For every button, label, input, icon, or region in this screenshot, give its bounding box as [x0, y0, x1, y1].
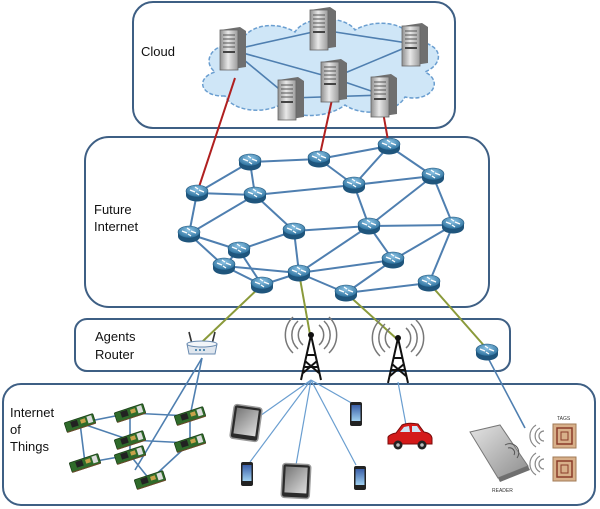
wifi-access-point-icon — [186, 331, 218, 355]
rfid-reader-icon — [469, 424, 530, 482]
router-icon — [342, 176, 366, 194]
sensor-node-icon — [114, 430, 146, 450]
router-icon — [357, 217, 381, 235]
router-icon — [227, 241, 251, 259]
server-icon — [370, 74, 397, 118]
rfid-signal-waves — [529, 424, 545, 476]
iot-label-line1: Internet — [10, 405, 54, 420]
sensor-node-icon — [69, 453, 101, 473]
future-internet-routers — [177, 137, 499, 361]
sensor-node-icon — [114, 403, 146, 423]
future-internet-label-line2: Internet — [94, 219, 138, 234]
sensor-node-icon — [64, 413, 96, 433]
server-icon — [277, 77, 304, 121]
router-icon — [334, 284, 358, 302]
sensor-nodes — [64, 403, 206, 490]
router-icon — [287, 264, 311, 282]
tablet-icon — [280, 462, 312, 500]
agents-router-label-line1: Agents — [95, 329, 136, 344]
smartphone-icon — [350, 402, 362, 426]
wireless-links — [249, 379, 407, 466]
router-icon — [307, 150, 331, 168]
tablet-icon — [229, 403, 263, 443]
cloud-servers — [219, 7, 428, 121]
router-icon — [243, 186, 267, 204]
iot-label-line3: Things — [10, 439, 50, 454]
router-icon — [377, 137, 401, 155]
agent-uplinks — [201, 272, 488, 350]
router-icon — [441, 216, 465, 234]
server-icon — [219, 27, 246, 71]
future-internet-label-line1: Future — [94, 202, 132, 217]
router-icon — [421, 167, 445, 185]
rfid-tag-icon — [552, 423, 577, 449]
smartphone-icon — [354, 466, 366, 490]
iot-label-line2: of — [10, 422, 21, 437]
server-icon — [309, 7, 336, 51]
rfid-tag-icon — [552, 456, 577, 482]
sensor-node-icon — [134, 470, 166, 490]
router-icon — [381, 251, 405, 269]
rfid-tags-label: TAGS — [557, 416, 571, 422]
cell-tower-icon — [371, 319, 425, 384]
router-icon — [475, 343, 499, 361]
agents-router-label-line2: Router — [95, 347, 135, 362]
smartphone-icon — [241, 462, 253, 486]
agents-router-panel — [74, 318, 511, 372]
cell-tower-icon — [284, 316, 338, 381]
sensor-node-icon — [114, 445, 146, 465]
router-icon — [417, 274, 441, 292]
rfid-reader-label: READER — [492, 488, 513, 494]
router-icon — [250, 276, 274, 294]
sensor-node-icon — [174, 406, 206, 426]
server-icon — [320, 59, 347, 103]
server-icon — [401, 23, 428, 67]
cloud-label: Cloud — [141, 44, 175, 59]
router-icon — [282, 222, 306, 240]
router-icon — [185, 184, 209, 202]
router-icon — [177, 225, 201, 243]
router-icon — [212, 257, 236, 275]
router-icon — [238, 153, 262, 171]
sensor-node-icon — [174, 433, 206, 453]
car-icon — [387, 422, 433, 450]
